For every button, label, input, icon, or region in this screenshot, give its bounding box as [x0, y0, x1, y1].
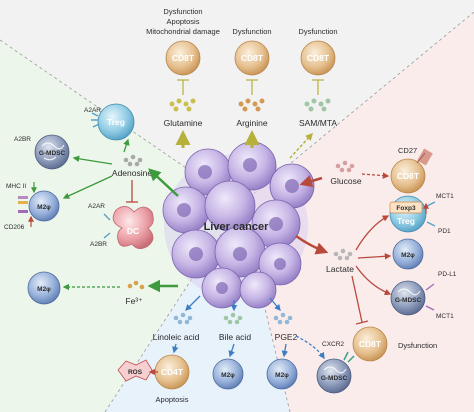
center-label: Liver cancer	[204, 221, 270, 233]
pge2-molecules	[273, 312, 293, 325]
m2-b-label: M2φ	[275, 372, 289, 379]
gmdsc-cell-right: G-MDSC	[390, 280, 435, 316]
m2-macrophage-left: M2φ	[18, 190, 60, 222]
cxcr2-label: CXCR2	[322, 341, 344, 348]
gmdsc-bottom-label: G-MDSC	[321, 375, 348, 382]
dysfunction-label: Dysfunction	[398, 341, 437, 350]
m2-right-label: M2φ	[401, 252, 415, 259]
treg-cell-right: Foxp3 Treg	[389, 195, 436, 233]
pd1-label: PD1	[438, 228, 451, 235]
arginine-molecules	[238, 98, 265, 112]
metabolite-arginine: Arginine	[236, 118, 267, 128]
m2-a-label: M2φ	[221, 372, 235, 379]
m2-macrophage-right: M2φ	[392, 238, 424, 270]
foxp3-label: Foxp3	[396, 205, 416, 212]
gmdsc-right-label: G-MDSC	[395, 297, 422, 304]
glucose-label: Glucose	[330, 176, 361, 186]
cd8-left-note-2: Apoptosis	[167, 17, 200, 26]
glucose-molecules	[335, 160, 355, 173]
inhibition-bars-top	[177, 79, 324, 95]
mct1-top-label: MCT1	[436, 193, 454, 200]
cd8t-cell-top-right: CD8T	[300, 40, 336, 76]
cd8t-cell-right: CD8T	[390, 148, 433, 194]
mct1-bottom-label: MCT1	[436, 313, 454, 320]
cd8t-cell-right-bottom: CD8T	[352, 326, 388, 362]
cd8-right-note: Dysfunction	[298, 27, 337, 36]
treg-cell-left: Treg	[91, 103, 135, 141]
gmdsc-cell-bottom: G-MDSC	[316, 351, 355, 394]
treg-right-label: Treg	[397, 216, 415, 226]
pdl1-label: PD-L1	[438, 271, 457, 278]
top-sector: Dysfunction Apoptosis Mitochondrial dama…	[146, 7, 338, 159]
cd8t-label: CD8T	[307, 53, 330, 63]
right-sector: Glucose CD27 CD8T MCT1 Foxp3 Treg PD1 La…	[295, 146, 457, 362]
left-sector: Treg A2AR G-MDSC A2BR MHC II M2φ CD206 A…	[4, 103, 179, 306]
cd8t-right-label: CD8T	[397, 171, 420, 181]
right-arrows	[295, 172, 392, 325]
treg-label: Treg	[107, 117, 125, 127]
cd8t-bottom-label: CD8T	[359, 339, 382, 349]
gmdsc-label: G-MDSC	[39, 150, 66, 157]
metabolite-sam-mta: SAM/MTA	[299, 118, 337, 128]
metabolite-glutamine: Glutamine	[164, 118, 203, 128]
a2br-mdsc-label: A2BR	[14, 136, 31, 143]
liver-cancer-cluster: Liver cancer	[162, 141, 315, 309]
cd206-label: CD206	[4, 224, 25, 231]
cd8-mid-note: Dysfunction	[232, 27, 271, 36]
sam-mta-molecules	[304, 98, 331, 112]
bile-acid-molecules	[223, 312, 243, 325]
adenosine-label: Adenosine	[112, 168, 152, 178]
bottom-sector: Linoleic acid Bile acid PGE2 ROS CD4T Ap…	[117, 295, 355, 404]
iron-label: Fe³⁺	[125, 296, 143, 306]
m2-macrophage-bottom-left: M2φ	[27, 271, 61, 305]
cd8-left-note-1: Dysfunction	[163, 7, 202, 16]
cd8t-label: CD8T	[241, 53, 264, 63]
a2ar-treg-label: A2AR	[84, 107, 101, 114]
glutamine-molecules	[169, 98, 196, 112]
ros-label: ROS	[128, 369, 143, 376]
bile-acid-label: Bile acid	[219, 332, 251, 342]
lactate-label: Lactate	[326, 264, 354, 274]
cd27-label: CD27	[398, 146, 417, 155]
linoleic-acid-label: Linoleic acid	[153, 332, 200, 342]
pge2-label: PGE2	[275, 332, 298, 342]
a2br-dc-label: A2BR	[90, 241, 107, 248]
sector-top	[0, 0, 474, 205]
linoleic-molecules	[173, 312, 193, 325]
m2-macrophage-bottom-b: M2φ	[266, 358, 298, 390]
m2-bottom-label: M2φ	[37, 286, 51, 293]
a2ar-dc-label: A2AR	[88, 203, 105, 210]
m2-label: M2φ	[37, 204, 51, 211]
cd8-left-note-3: Mitochondrial damage	[146, 27, 220, 36]
cd8t-cell-top-mid: CD8T	[234, 40, 270, 76]
bottom-arrows	[148, 295, 325, 376]
lactate-molecules	[333, 248, 353, 261]
top-arrows	[175, 130, 314, 159]
cd8t-cell-top-left: CD8T	[165, 40, 201, 76]
cd4t-label: CD4T	[161, 367, 184, 377]
left-arrows	[62, 138, 179, 293]
adenosine-molecules	[123, 154, 143, 167]
m2-macrophage-bottom-a: M2φ	[212, 358, 244, 390]
iron-molecules	[127, 280, 145, 290]
dc-label: DC	[127, 226, 139, 236]
mhc-ii-label: MHC II	[6, 183, 26, 190]
gmdsc-cell-left: G-MDSC	[34, 134, 70, 170]
dendritic-cell: DC	[112, 206, 154, 249]
cd4t-cell: CD4T	[154, 354, 190, 390]
apoptosis-label: Apoptosis	[156, 395, 189, 404]
cd8t-label: CD8T	[172, 53, 195, 63]
